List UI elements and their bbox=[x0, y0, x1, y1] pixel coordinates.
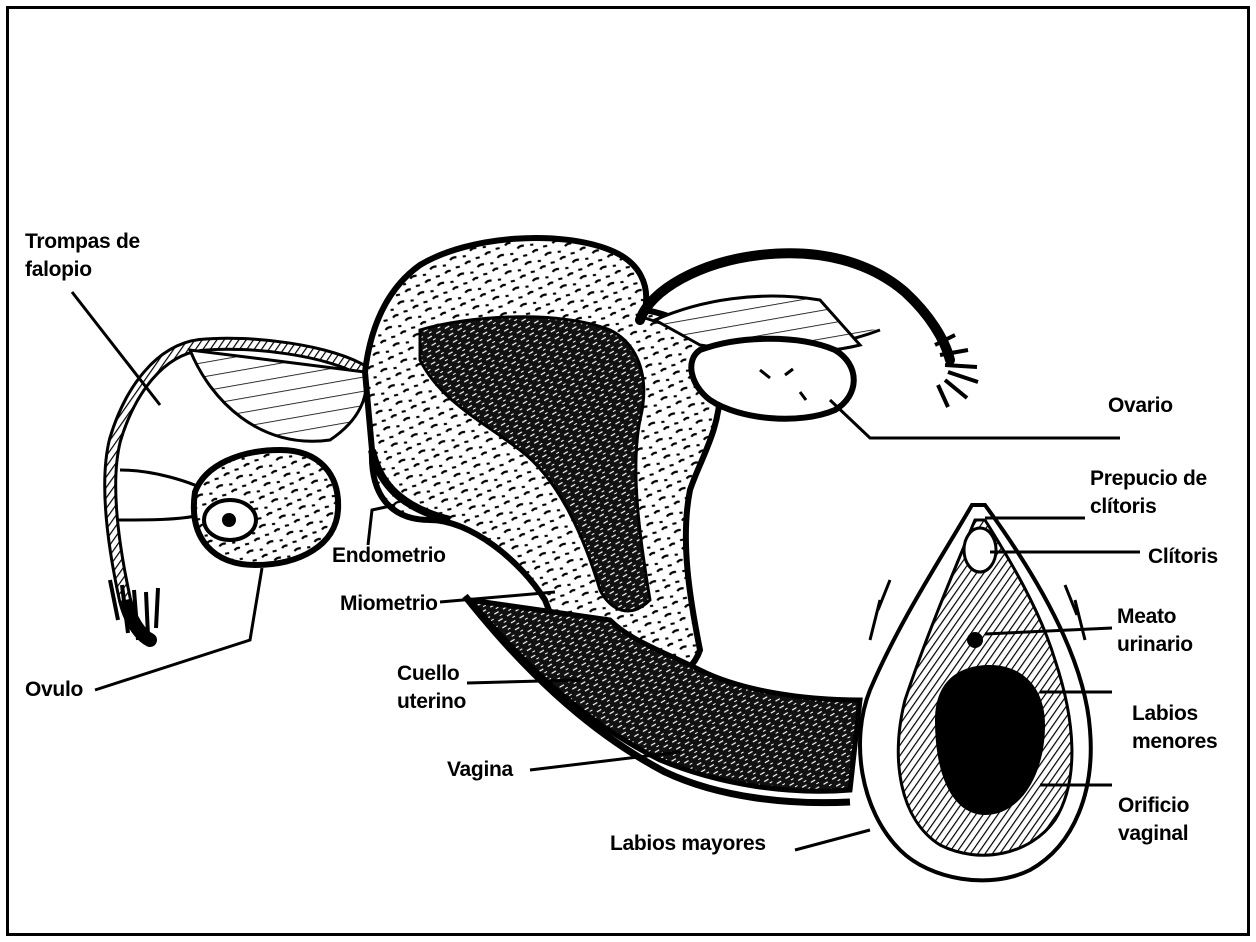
label-trompas-line1: Trompas de bbox=[25, 228, 140, 256]
leader-miometrio bbox=[440, 592, 555, 602]
label-orificio-vaginal: Orificio vaginal bbox=[1118, 792, 1189, 848]
label-miometrio: Miometrio bbox=[340, 590, 438, 618]
leader-labios-mayores bbox=[795, 830, 870, 850]
label-labios-mayores: Labios mayores bbox=[610, 830, 766, 858]
label-ovario: Ovario bbox=[1108, 392, 1173, 420]
label-cuello-line2: uterino bbox=[397, 688, 466, 716]
label-meato-line2: urinario bbox=[1117, 631, 1193, 659]
right-ovary bbox=[691, 339, 853, 419]
label-prepucio-line1: Prepucio de bbox=[1090, 465, 1207, 493]
label-clitoris: Clítoris bbox=[1148, 543, 1218, 571]
label-cuello-uterino: Cuello uterino bbox=[397, 660, 466, 716]
label-labios-menores: Labios menores bbox=[1132, 700, 1217, 756]
label-trompas-line2: falopio bbox=[25, 256, 140, 284]
label-ovulo: Ovulo bbox=[25, 676, 83, 704]
label-labios-menores-line2: menores bbox=[1132, 728, 1217, 756]
label-trompas-de-falopio: Trompas de falopio bbox=[25, 228, 140, 284]
label-orificio-line2: vaginal bbox=[1118, 820, 1189, 848]
label-orificio-line1: Orificio bbox=[1118, 792, 1189, 820]
label-meato-urinario: Meato urinario bbox=[1117, 603, 1193, 659]
label-meato-line1: Meato bbox=[1117, 603, 1193, 631]
clitoris-shape bbox=[964, 528, 996, 572]
label-labios-menores-line1: Labios bbox=[1132, 700, 1217, 728]
left-ovary bbox=[194, 450, 338, 565]
label-endometrio: Endometrio bbox=[332, 542, 446, 570]
leader-trompas bbox=[72, 292, 160, 405]
urethral-meatus-shape bbox=[967, 632, 983, 648]
label-prepucio-line2: clítoris bbox=[1090, 493, 1207, 521]
label-cuello-line1: Cuello bbox=[397, 660, 466, 688]
label-vagina: Vagina bbox=[447, 756, 513, 784]
label-prepucio-de-clitoris: Prepucio de clítoris bbox=[1090, 465, 1207, 521]
leader-ovario bbox=[830, 400, 1120, 438]
